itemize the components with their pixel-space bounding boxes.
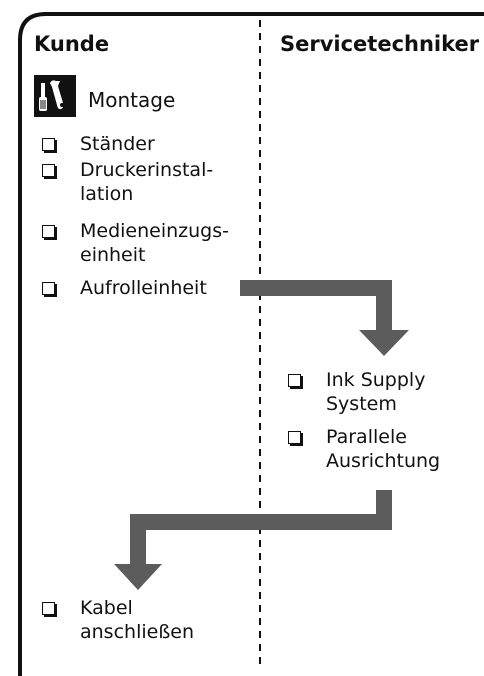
step-label: Ink Supply — [326, 369, 426, 391]
step-label: Druckerinstal- — [80, 159, 214, 181]
step-label: anschließen — [80, 621, 195, 643]
step-label: Medieneinzugs- — [80, 220, 229, 242]
flow-arrow-to-customer — [114, 490, 392, 590]
checkbox-icon — [288, 374, 301, 387]
checkbox-icon — [42, 282, 55, 295]
section-label-montage: Montage — [88, 88, 176, 112]
column-heading-technician: Servicetechniker — [280, 32, 480, 56]
checkbox-icon — [288, 431, 301, 444]
frame-border — [18, 12, 484, 676]
column-heading-customer: Kunde — [34, 32, 110, 56]
step-label: Kabel — [80, 597, 133, 619]
checkbox-icon — [42, 138, 55, 151]
flow-arrow-to-technician — [240, 280, 409, 356]
tools-icon — [34, 75, 76, 117]
step-label: lation — [80, 183, 134, 205]
checkbox-icon — [42, 225, 55, 238]
checkbox-icon — [42, 602, 55, 615]
step-label: Ausrichtung — [326, 450, 441, 472]
step-label: einheit — [80, 244, 146, 266]
step-label: Parallele — [326, 426, 407, 448]
step-label: System — [326, 393, 397, 415]
checkbox-icon — [42, 164, 55, 177]
step-label: Aufrolleinheit — [80, 277, 207, 299]
step-label: Ständer — [80, 133, 155, 155]
